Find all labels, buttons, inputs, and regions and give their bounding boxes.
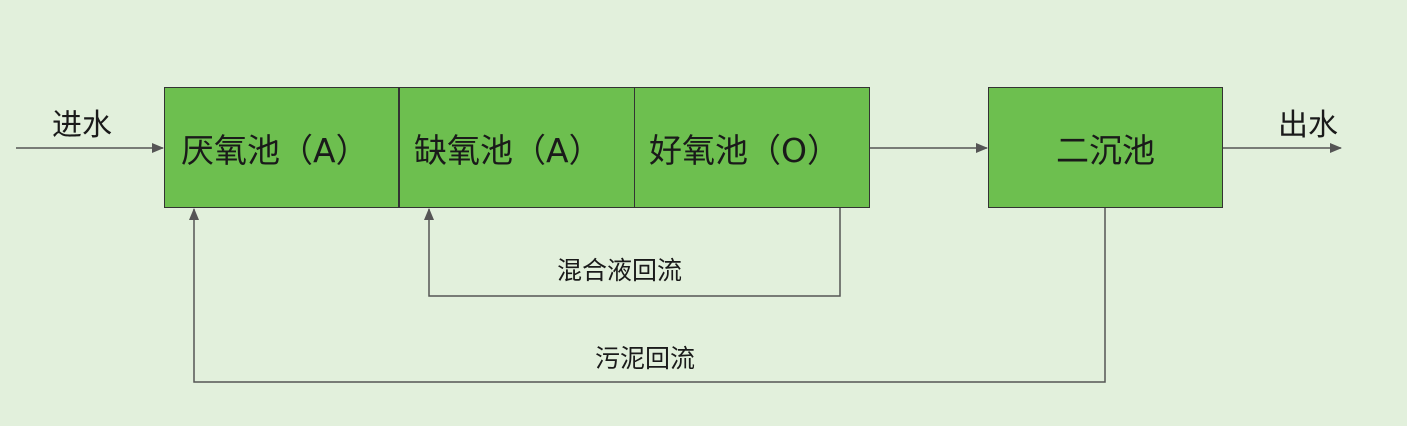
anoxic-tank: 缺氧池（A） bbox=[399, 87, 635, 208]
outflow-label: 出水 bbox=[1278, 108, 1338, 143]
secondary-clarifier-label: 二沉池 bbox=[1056, 130, 1155, 170]
mixed-liquor-return-line bbox=[424, 207, 841, 297]
sludge-return-label: 污泥回流 bbox=[595, 344, 696, 373]
secondary-clarifier-tank: 二沉池 bbox=[988, 87, 1223, 208]
anaerobic-tank-label: 厌氧池（A） bbox=[181, 130, 369, 170]
aerobic-tank: 好氧池（O） bbox=[634, 87, 870, 208]
anoxic-tank-label: 缺氧池（A） bbox=[414, 130, 602, 170]
sludge-return-line bbox=[189, 207, 1106, 383]
anaerobic-tank: 厌氧池（A） bbox=[164, 87, 399, 208]
mixed-liquor-return-label: 混合液回流 bbox=[557, 256, 683, 285]
aerobic-tank-label: 好氧池（O） bbox=[649, 130, 840, 170]
inflow-label: 进水 bbox=[52, 108, 112, 143]
